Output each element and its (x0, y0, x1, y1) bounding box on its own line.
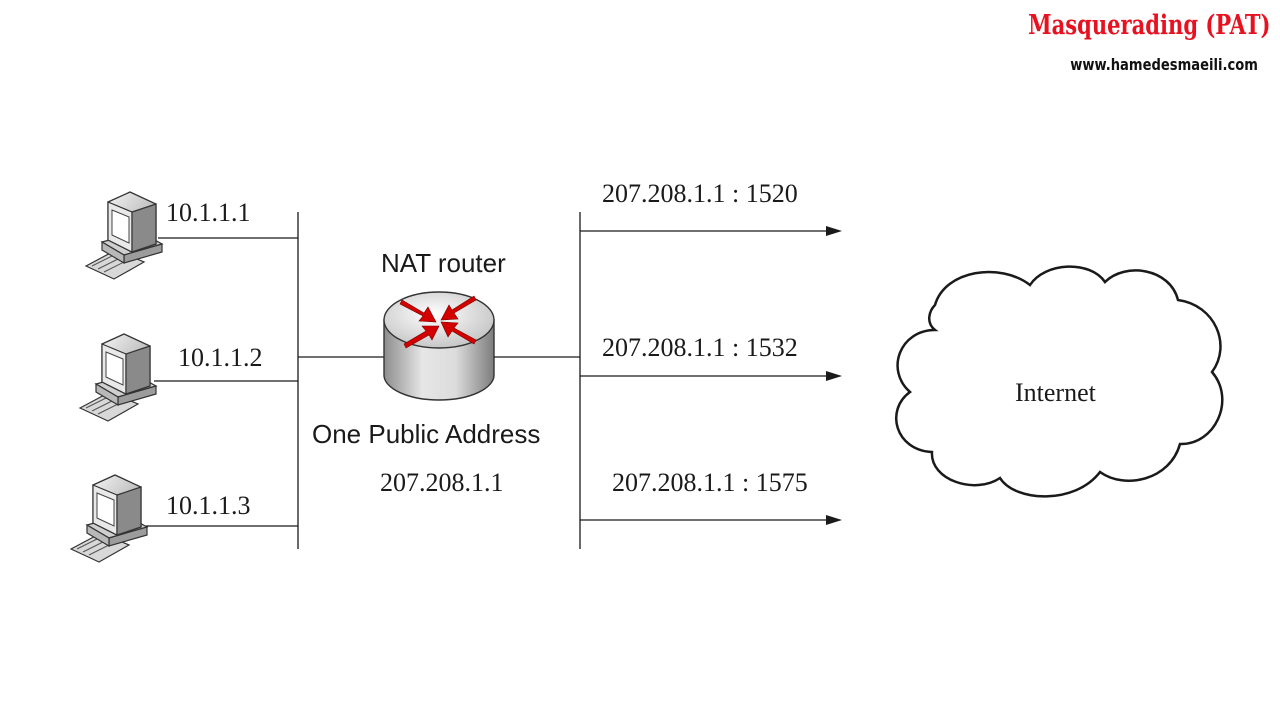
cloud-icon (894, 265, 1224, 498)
host-computer-1 (85, 191, 163, 280)
translation-label-1: 207.208.1.1 : 1520 (602, 179, 798, 208)
router-public-ip: 207.208.1.1 (380, 468, 504, 497)
translation-arrow-2 (580, 371, 842, 381)
translation-arrow-3 (580, 515, 842, 525)
translation-arrow-1 (580, 226, 842, 236)
translation-label-3: 207.208.1.1 : 1575 (612, 468, 808, 497)
host-computer-3 (70, 474, 148, 563)
router-caption: One Public Address (312, 419, 540, 449)
host-ip-label-2: 10.1.1.2 (178, 343, 263, 372)
router-label: NAT router (381, 248, 506, 278)
host-ip-label-3: 10.1.1.3 (166, 491, 251, 520)
host-ip-label-1: 10.1.1.1 (166, 198, 251, 227)
cloud-label: Internet (1015, 378, 1097, 407)
site-url: www.hamedesmaeili.com (1070, 55, 1258, 74)
router-icon (383, 291, 495, 401)
page-title: Masquerading (PAT) (1027, 10, 1270, 41)
host-computer-2 (79, 333, 157, 422)
translation-label-2: 207.208.1.1 : 1532 (602, 333, 798, 362)
